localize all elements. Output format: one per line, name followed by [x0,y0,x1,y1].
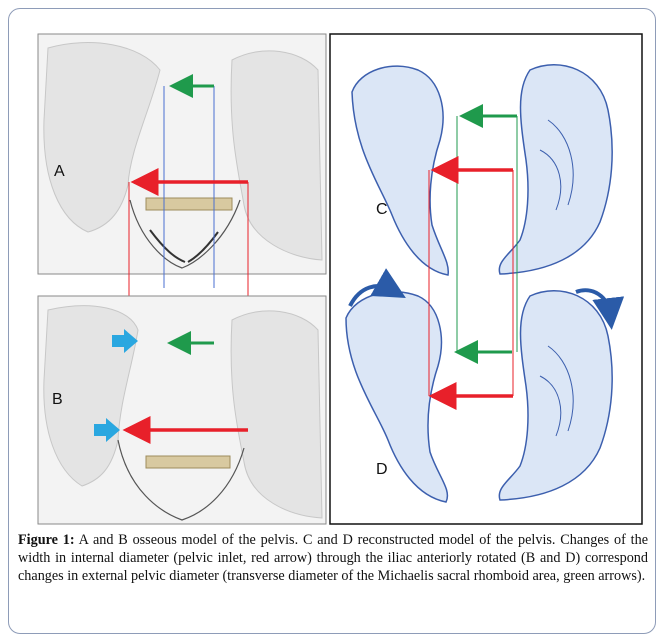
sacrum-scale [146,198,232,210]
panel-label-b: B [52,391,63,408]
sacrum-scale-b [146,456,230,468]
panel-b: B [38,296,326,524]
panel-label-a: A [54,163,65,180]
panel-cd: C D [330,34,642,524]
panel-label-d: D [376,461,388,478]
figure-caption: Figure 1: A and B osseous model of the p… [18,531,648,585]
caption-label: Figure 1: [18,532,75,548]
panel-label-c: C [376,201,388,218]
caption-text: A and B osseous model of the pelvis. C a… [18,532,648,584]
